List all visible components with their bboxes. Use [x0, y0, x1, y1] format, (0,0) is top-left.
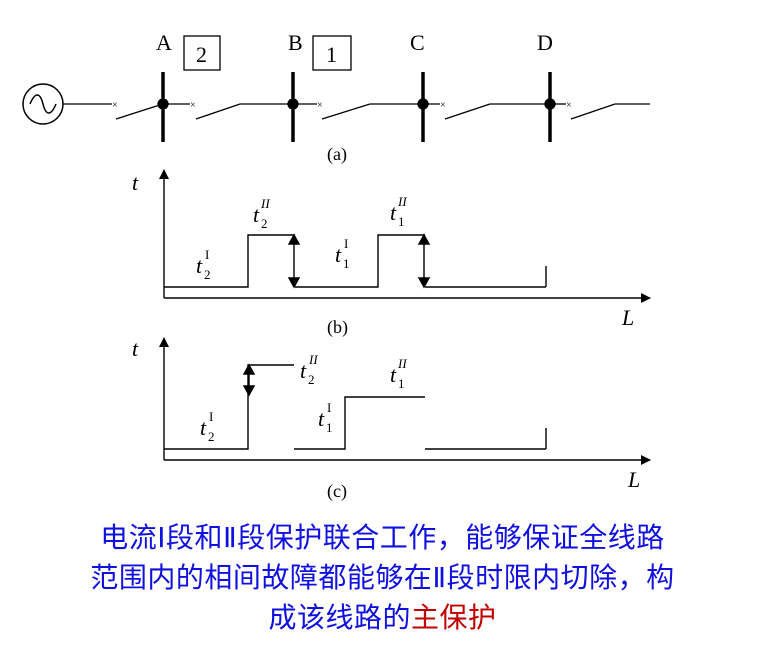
highlight-main-protection: 主保护 [411, 601, 497, 634]
sub: 1 [326, 420, 333, 435]
svg-text:×: × [566, 100, 572, 111]
sub: 2 [308, 372, 315, 387]
bus-label-a: A [156, 30, 172, 55]
label-t1-II-b: t [390, 200, 397, 225]
label-t2-II-b: t [253, 202, 260, 227]
sup: I [205, 247, 209, 262]
explanation-text: 电流Ⅰ段和Ⅱ段保护联合工作，能够保证全线路 范围内的相间故障都能够在Ⅱ段时限内切… [0, 518, 765, 638]
sup: II [260, 196, 270, 211]
sub: 1 [398, 376, 405, 391]
bus-labels: A B C D 2 1 (a) [156, 30, 553, 165]
label-t1-I-c: t [318, 406, 325, 431]
bus-label-c: C [410, 30, 425, 55]
protection-box-2 [183, 35, 221, 71]
sub: 1 [398, 214, 405, 229]
label-t1-II-c: t [390, 362, 397, 387]
time-graph-b [159, 169, 651, 303]
label-t2-II-c: t [300, 358, 307, 383]
sub: 1 [343, 256, 350, 271]
bus-label-b: B [288, 30, 303, 55]
y-axis-label-b: t [132, 170, 139, 195]
sup: I [344, 236, 348, 251]
label-t2-I-b: t [196, 253, 203, 278]
sup: II [397, 194, 407, 209]
protection-diagram: × × × × × A B C D 2 1 [22, 30, 651, 502]
sup: II [308, 352, 318, 367]
sup: I [209, 409, 213, 424]
explanation-line-3-text: 成该线路的 [268, 601, 411, 634]
protection-number-1: 1 [326, 42, 337, 67]
sub: 2 [204, 267, 211, 282]
caption-c: (c) [327, 481, 347, 502]
caption-b: (b) [327, 317, 348, 338]
y-axis-label-c: t [132, 336, 139, 361]
caption-a: (a) [327, 144, 347, 165]
label-t2-I-c: t [200, 415, 207, 440]
explanation-line-2: 范围内的相间故障都能够在Ⅱ段时限内切除，构 [90, 561, 675, 594]
labels-c: t L t 2 I t 2 II t 1 I t 1 II (c) [132, 336, 640, 502]
time-graph-c [159, 337, 651, 465]
sub: 2 [261, 216, 268, 231]
svg-text:×: × [190, 100, 196, 111]
protection-box-1 [312, 35, 352, 71]
svg-text:×: × [112, 100, 118, 111]
explanation-line-1: 电流Ⅰ段和Ⅱ段保护联合工作，能够保证全线路 [100, 521, 665, 554]
x-axis-label-b: L [621, 305, 634, 330]
svg-text:×: × [317, 100, 323, 111]
bus-label-d: D [537, 30, 553, 55]
sup: II [397, 356, 407, 371]
explanation-line-3: 成该线路的主保护 [0, 598, 765, 638]
x-axis-label-c: L [627, 467, 640, 492]
sub: 2 [208, 429, 215, 444]
generator-sine [29, 94, 57, 114]
svg-text:×: × [440, 100, 446, 111]
label-t1-I-b: t [335, 242, 342, 267]
labels-b: t L t 2 I t 2 II t 1 I t 1 II (b) [132, 170, 634, 338]
protection-number-2: 2 [196, 42, 207, 67]
single-line-diagram: × × × × × [22, 35, 650, 142]
sup: I [327, 400, 331, 415]
